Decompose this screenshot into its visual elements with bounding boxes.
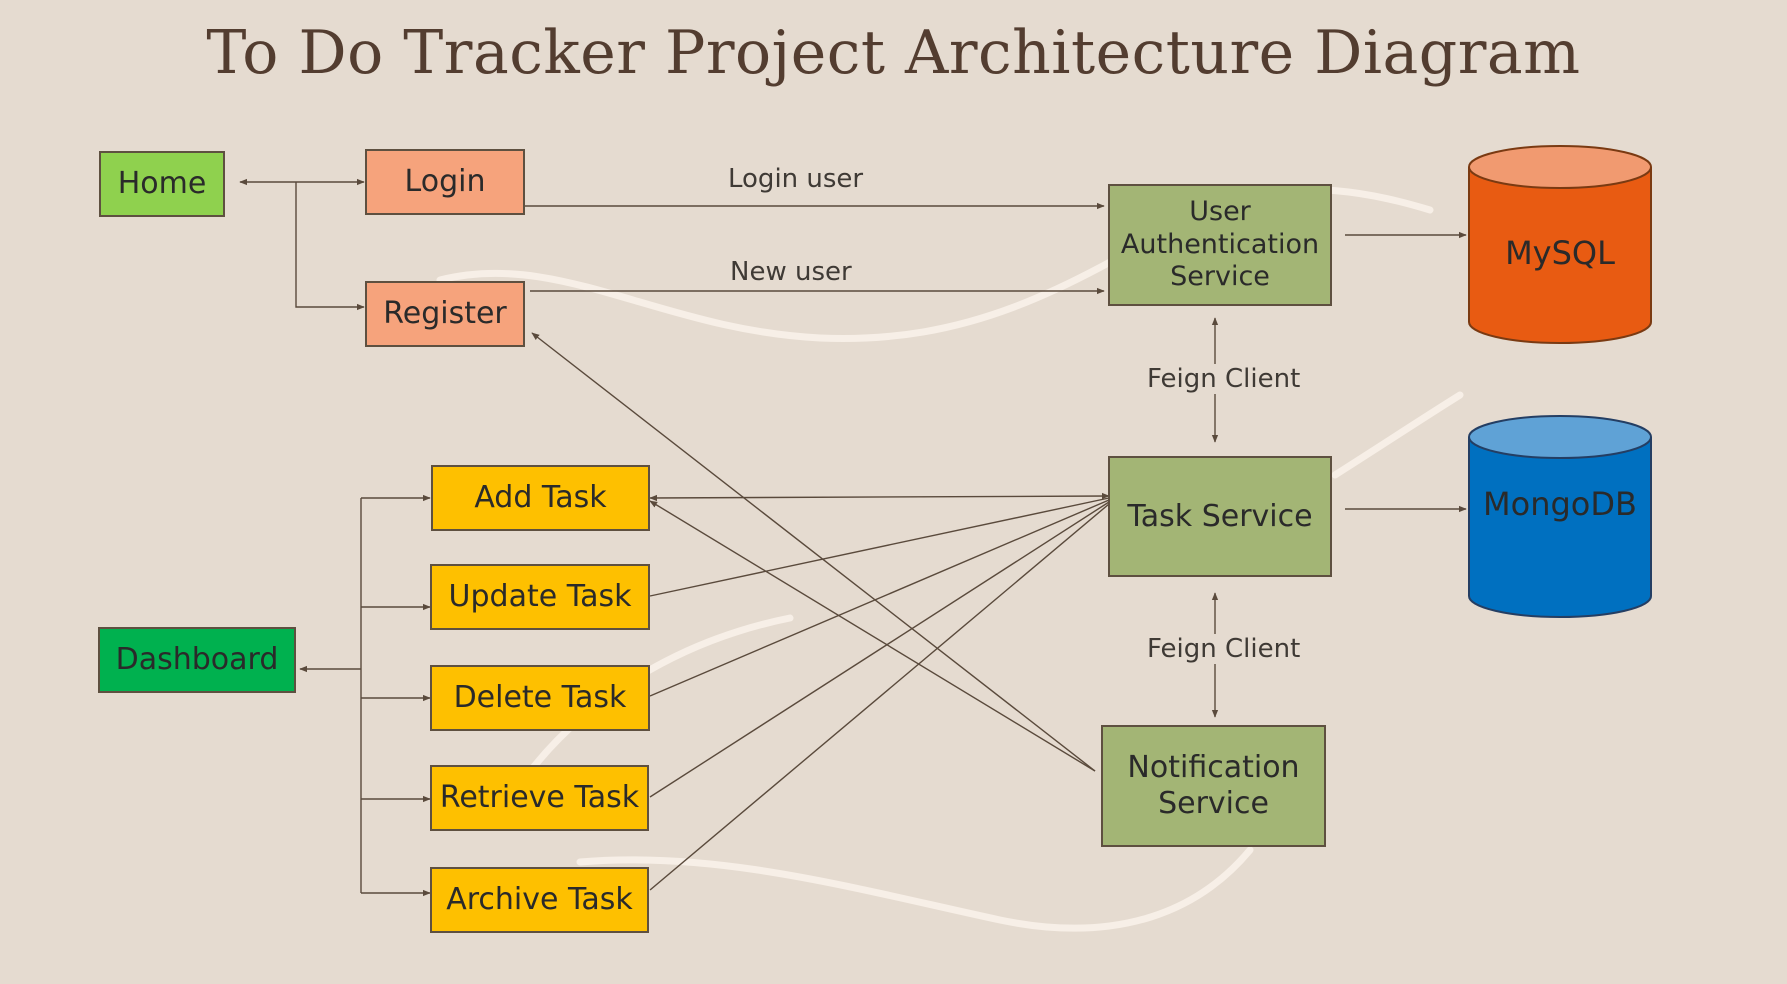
delete-task-node[interactable]: Delete Task	[430, 665, 650, 731]
edge-delete-task-service	[649, 499, 1110, 697]
edge-home-register	[295, 182, 365, 311]
feign-client-bottom-label: Feign Client	[1147, 634, 1301, 664]
diagram-title: To Do Tracker Project Architecture Diagr…	[206, 18, 1581, 88]
archive-task-node[interactable]: Archive Task	[430, 867, 649, 933]
edge-add-task-service	[649, 492, 1110, 502]
notification-service-node[interactable]: Notification Service	[1101, 725, 1326, 847]
user-authentication-service-node[interactable]: User Authentication Service	[1108, 184, 1332, 306]
edge-retrieve-task-service	[649, 501, 1110, 798]
edge-notification-add-task	[649, 500, 1096, 772]
retrieve-task-node[interactable]: Retrieve Task	[430, 765, 649, 831]
mysql-label: MySQL	[1505, 234, 1615, 272]
login-user-label: Login user	[728, 164, 864, 194]
swoosh-bottom	[576, 846, 1254, 932]
new-user-label: New user	[730, 257, 852, 287]
login-node[interactable]: Login	[365, 149, 525, 215]
task-service-node[interactable]: Task Service	[1108, 456, 1332, 577]
home-node[interactable]: Home	[99, 151, 225, 217]
edge-archive-task-service	[649, 503, 1110, 891]
update-task-node[interactable]: Update Task	[430, 564, 650, 630]
edge-notification-register	[531, 332, 1096, 772]
mysql-cylinder	[1468, 145, 1652, 344]
register-node[interactable]: Register	[365, 281, 525, 347]
mongodb-label: MongoDB	[1483, 485, 1637, 523]
edge-update-task-service	[649, 497, 1110, 597]
feign-client-top-label: Feign Client	[1147, 364, 1301, 394]
dashboard-node[interactable]: Dashboard	[98, 627, 296, 693]
add-task-node[interactable]: Add Task	[431, 465, 650, 531]
mongodb-cylinder	[1468, 415, 1652, 618]
